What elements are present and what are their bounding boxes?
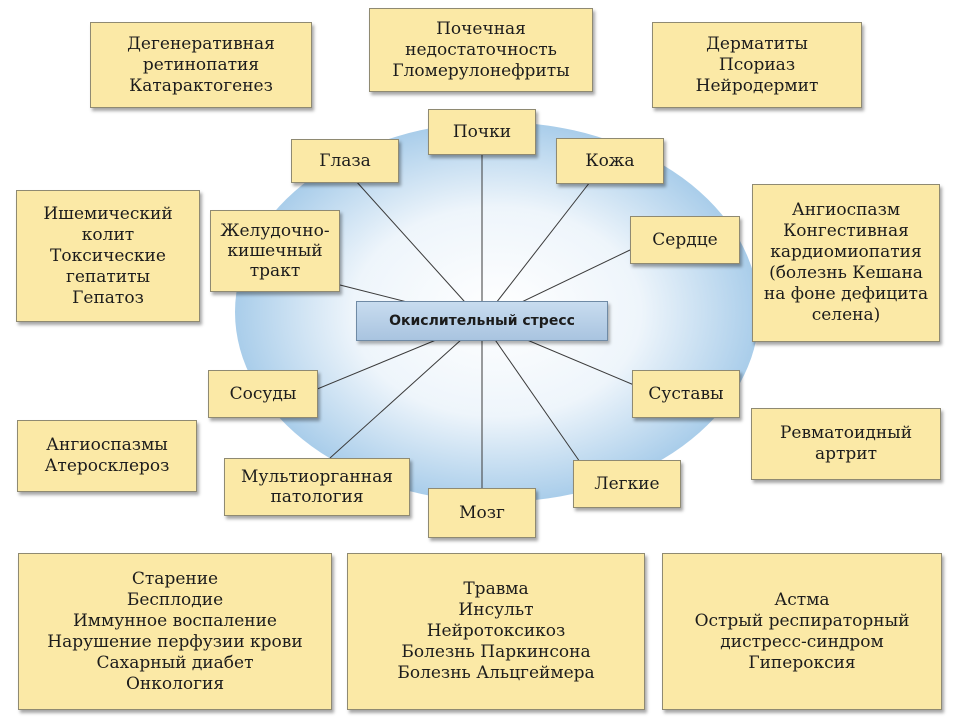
diseases-multi: Старение Бесплодие Иммунное воспаление Н… [18, 553, 332, 710]
organ-brain: Мозг [428, 488, 536, 538]
diseases-joints: Ревматоидный артрит [751, 408, 941, 480]
diseases-heart: Ангиоспазм Конгестивная кардиомиопатия (… [752, 184, 940, 342]
organ-vessels: Сосуды [208, 370, 318, 418]
organ-eyes: Глаза [291, 139, 399, 183]
line-to-multi [329, 320, 483, 459]
organ-joints: Суставы [632, 370, 740, 418]
organ-heart: Сердце [630, 216, 740, 264]
center-oxidative-stress: Окислительный стресс [356, 301, 608, 341]
diseases-lungs: Астма Острый респираторный дистресс-синд… [662, 553, 942, 710]
line-to-lungs [481, 320, 581, 463]
organ-lungs: Легкие [573, 460, 681, 508]
diseases-skin: Дерматиты Псориаз Нейродермит [652, 22, 862, 108]
organ-multi: Мультиорганная патология [224, 458, 410, 516]
diseases-brain: Травма Инсульт Нейротоксикоз Болезнь Пар… [347, 553, 645, 710]
diseases-kidneys: Почечная недостаточность Гломерулонефрит… [369, 8, 593, 92]
organ-skin: Кожа [556, 138, 664, 184]
line-to-skin [481, 181, 591, 322]
diseases-gi: Ишемический колит Токсические гепатиты Г… [16, 190, 200, 322]
diseases-eyes: Дегенеративная ретинопатия Катарактогене… [90, 22, 312, 108]
line-to-eyes [354, 179, 483, 322]
organ-kidneys: Почки [428, 109, 536, 155]
diseases-vessels: Ангиоспазмы Атеросклероз [17, 420, 197, 492]
organ-gi: Желудочно- кишечный тракт [210, 210, 340, 292]
